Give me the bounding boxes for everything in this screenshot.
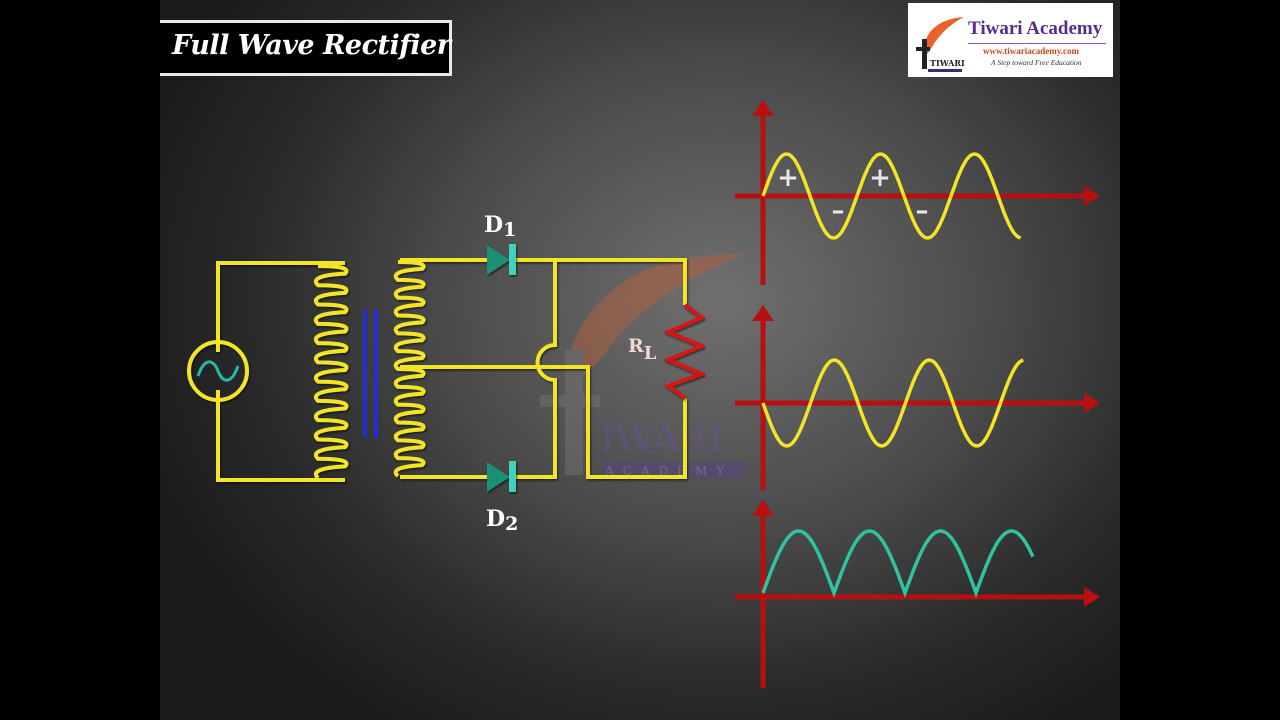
title-banner: Full Wave Rectifier: [160, 20, 452, 76]
watermark: IWARI ACADEMY: [540, 254, 745, 478]
chart-3-waveform: [761, 529, 1035, 599]
chart-1-x-arrow-icon: [1084, 186, 1100, 206]
diode-d1-bar: [509, 244, 516, 275]
chart-1-annotation: +: [777, 163, 799, 193]
diode-d2-icon: [487, 462, 510, 492]
watermark-sub: ACADEMY: [604, 464, 733, 478]
watermark-sub-bg: [602, 462, 745, 478]
chart-3-y-arrow-icon: [752, 500, 774, 516]
chart-2-waveform: [761, 358, 1024, 448]
leaf-logo-icon: TIWARI: [916, 17, 965, 72]
chart-1-annotation: –: [832, 196, 845, 226]
watermark-t-bar: [540, 395, 600, 407]
logo-url: www.tiwariacademy.com: [983, 46, 1079, 56]
chart-2-y-arrow-icon: [752, 305, 774, 321]
primary-coil: [313, 264, 349, 480]
primary-wire: [216, 261, 345, 482]
waveform-charts: +–+–: [735, 100, 1100, 688]
watermark-leaf-icon: [565, 254, 745, 385]
load-resistor: [662, 303, 708, 400]
brand-logo: TIWARI Tiwari Academy www.tiwariacademy.…: [908, 3, 1113, 77]
logo-name: Tiwari Academy: [968, 18, 1103, 39]
chart-1-annotation: +: [869, 163, 891, 193]
watermark-word: IWARI: [600, 417, 723, 461]
ac-source: [187, 340, 249, 402]
logo-tagline: A Step toward Free Education: [991, 58, 1082, 67]
diode-d1-icon: [487, 245, 510, 275]
svg-text:TIWARI: TIWARI: [930, 58, 965, 68]
chart-1-y-arrow-icon: [752, 100, 774, 116]
diode-d2-bar: [509, 461, 516, 492]
chart-1-annotation: –: [916, 196, 929, 226]
page-title: Full Wave Rectifier: [172, 30, 451, 61]
diode-d2-label: D2: [486, 506, 518, 535]
secondary-coil: [393, 260, 426, 478]
transformer-core: [363, 310, 378, 438]
chart-2-x-arrow-icon: [1084, 393, 1100, 413]
diode-d1: [487, 244, 516, 275]
secondary-wires: [400, 258, 687, 479]
logo-divider: [968, 43, 1106, 44]
diode-d2: [487, 461, 516, 492]
chart-3-x-arrow-icon: [1084, 587, 1100, 607]
primary-circuit: [187, 258, 687, 482]
load-resistor-label: RL: [628, 335, 657, 364]
ac-source-sine-icon: [196, 360, 240, 382]
chart-1-waveform: [761, 152, 1022, 240]
watermark-t-stem: [565, 350, 583, 475]
slide-canvas: [160, 0, 1120, 720]
diode-d1-label: D1: [484, 212, 516, 241]
